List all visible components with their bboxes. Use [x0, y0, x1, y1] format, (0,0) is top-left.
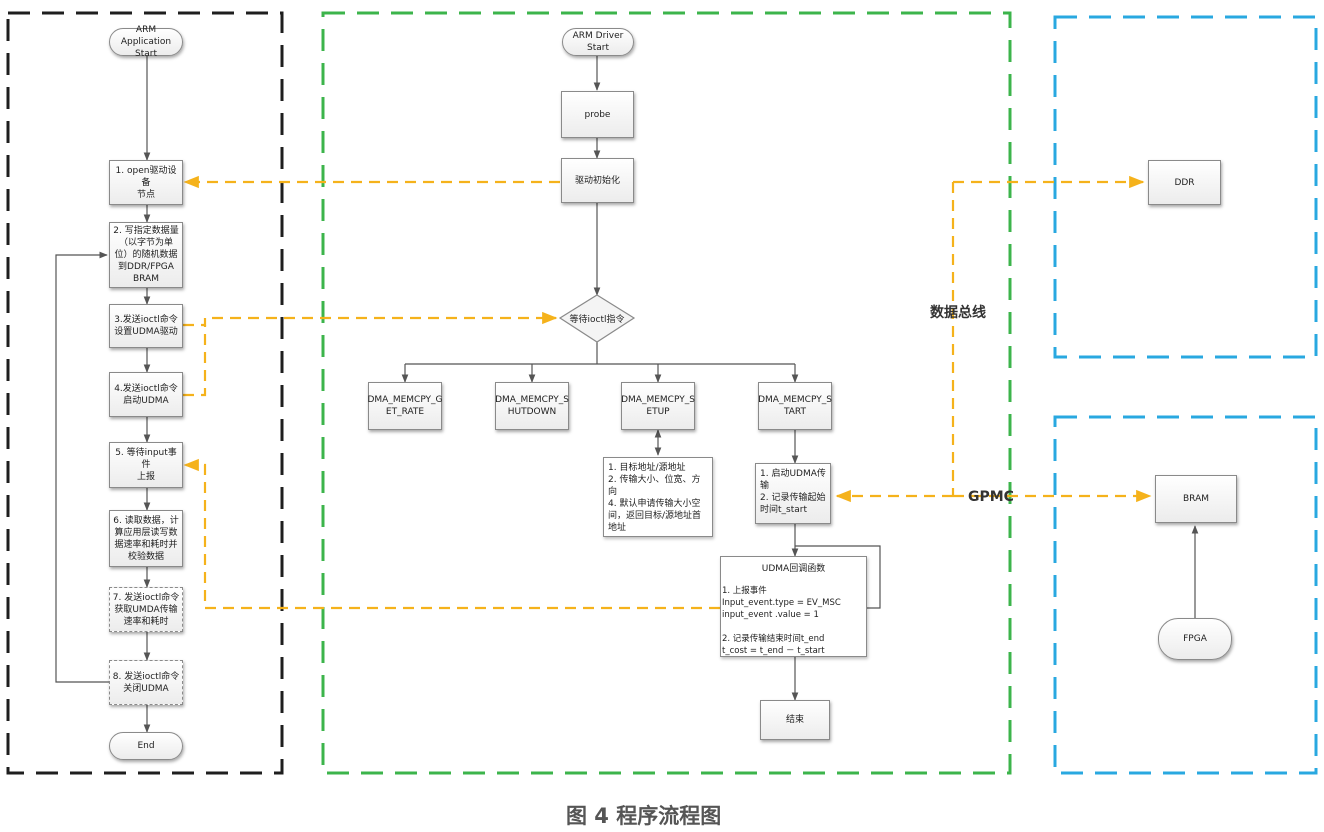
driver-flow-lines	[401, 56, 881, 701]
app-step4-node: 4.发送ioctl命令 启动UDMA	[109, 372, 183, 417]
bram-node: BRAM	[1155, 475, 1237, 523]
app-step5-node: 5. 等待input事件 上报	[109, 442, 183, 488]
driver-region-frame	[321, 11, 1012, 775]
fpga-node: FPGA	[1158, 618, 1232, 660]
get-rate-node: DMA_MEMCPY_G ET_RATE	[367, 382, 443, 430]
wait-ioctl-label: 等待ioctl指令	[569, 315, 625, 325]
bus-connectors	[183, 175, 1152, 610]
setup-note-box: 1. 目标地址/源地址 2. 传输大小、位宽、方向 4. 默认申请传输大小空 间…	[603, 457, 713, 537]
app-step2-node: 2. 写指定数据量 （以字节为单 位）的随机数据 到DDR/FPGA BRAM	[109, 222, 183, 288]
driver-start-node: ARM Driver Start	[562, 28, 634, 56]
wait-ioctl-diamond	[558, 294, 636, 343]
shutdown-node: DMA_MEMCPY_S HUTDOWN	[495, 382, 569, 430]
ddr-node: DDR	[1148, 160, 1221, 205]
udma-callback-body: 1. 上报事件 Input_event.type = EV_MSC input_…	[722, 586, 841, 656]
start-cmd-node: DMA_MEMCPY_S TART	[758, 382, 832, 430]
app-step1-node: 1. open驱动设备 节点	[109, 160, 183, 205]
udma-callback-title: UDMA回调函数	[761, 564, 826, 574]
app-step3-node: 3.发送ioctl命令 设置UDMA驱动	[109, 304, 183, 348]
udma-callback-box	[720, 556, 867, 657]
app-region-frame	[6, 11, 284, 775]
start-note-box: 1. 启动UDMA传 输 2. 记录传输起始 时间t_start	[755, 463, 831, 524]
gpmc-label: GPMC	[968, 489, 1014, 505]
app-step6-node: 6. 读取数据，计 算应用层读写数 据速率和耗时并 校验数据	[109, 510, 183, 567]
app-flow-lines	[55, 56, 151, 733]
setup-node: DMA_MEMCPY_S ETUP	[621, 382, 695, 430]
driver-init-node: 驱动初始化	[561, 158, 634, 203]
ddr-region-frame	[1053, 15, 1318, 359]
finish-node: 结束	[760, 700, 830, 740]
app-start-node: ARM Application Start	[109, 25, 183, 59]
figure-caption: 图 4 程序流程图	[566, 804, 722, 828]
data-bus-label: 数据总线	[930, 305, 986, 321]
app-step7-node: 7. 发送ioctl命令 获取UMDA传输 速率和耗时	[109, 587, 183, 632]
app-step8-node: 8. 发送ioctl命令 关闭UDMA	[109, 660, 183, 705]
probe-node: probe	[561, 91, 634, 138]
bram-region-frame	[1053, 415, 1318, 775]
app-end-node: End	[109, 732, 183, 760]
